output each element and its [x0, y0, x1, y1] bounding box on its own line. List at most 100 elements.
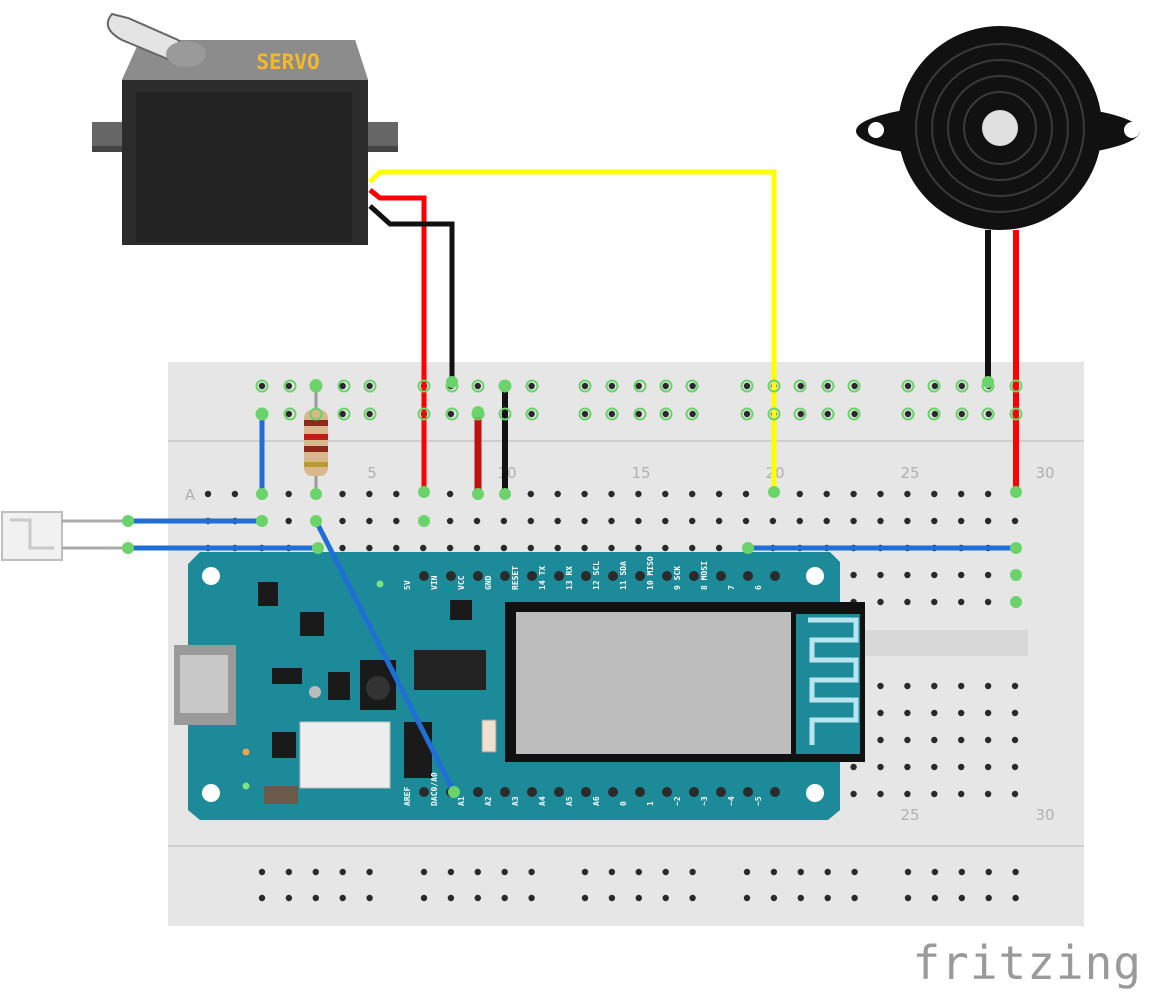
- breadboard-hole: [931, 517, 938, 525]
- breadboard-hole: [984, 517, 992, 525]
- rail-hole-ring: [685, 407, 699, 421]
- connection-point: [742, 542, 754, 554]
- breadboard-hole: [285, 490, 292, 498]
- breadboard-hole: [850, 790, 857, 798]
- rail-hole: [339, 868, 346, 876]
- breadboard-hole: [1011, 790, 1019, 798]
- light-sensor: [1, 511, 128, 561]
- breadboard-hole: [446, 517, 454, 525]
- connection-point: [256, 408, 268, 420]
- breadboard-hole: [339, 517, 346, 525]
- rail-hole: [743, 382, 751, 390]
- rail-hole-ring: [981, 407, 995, 421]
- rail-hole: [985, 410, 992, 418]
- rail-hole: [797, 868, 804, 876]
- header-pin: [581, 787, 591, 797]
- rail-hole: [635, 868, 642, 876]
- rail-hole-ring: [363, 407, 377, 421]
- breadboard-hole: [904, 490, 911, 498]
- breadboard-hole: [689, 544, 696, 552]
- rail-hole: [258, 382, 266, 390]
- rail-hole: [904, 894, 912, 902]
- rail-hole: [447, 868, 455, 876]
- pin-label-bottom: ~4: [727, 796, 736, 806]
- breadboard-hole: [608, 490, 615, 498]
- rail-hole-ring: [847, 407, 861, 421]
- breadboard-hole: [904, 709, 911, 717]
- connection-point: [418, 486, 430, 498]
- status-led: [242, 748, 250, 756]
- rail-hole: [689, 868, 696, 876]
- header-pin: [770, 787, 780, 797]
- wires: [128, 169, 1019, 794]
- col-number-30-bottom: 30: [1035, 806, 1054, 824]
- rail-hole: [285, 894, 293, 902]
- breadboard-hole: [715, 544, 723, 552]
- rail-hole: [743, 868, 751, 876]
- header-pin: [581, 571, 591, 581]
- rail-hole-ring: [578, 407, 592, 421]
- breadboard-hole: [1011, 763, 1019, 771]
- breadboard-hole: [958, 571, 965, 579]
- breadboard-hole: [931, 736, 938, 744]
- header-pin: [419, 571, 429, 581]
- breadboard-hole: [554, 517, 561, 525]
- breadboard-hole: [984, 490, 992, 498]
- connection-point: [256, 515, 268, 527]
- rail-hole: [581, 382, 589, 390]
- rail-hole-ring: [417, 407, 431, 421]
- rail-hole-ring: [363, 379, 377, 393]
- rail-hole: [285, 410, 293, 418]
- rail-hole: [608, 410, 616, 418]
- breadboard-hole: [877, 790, 884, 798]
- header-pin: [743, 787, 753, 797]
- rail-hole: [851, 868, 858, 876]
- rail-hole: [339, 410, 346, 418]
- breadboard-hole: [1011, 709, 1019, 717]
- rail-hole: [447, 894, 455, 902]
- rail-hole-ring: [445, 407, 459, 421]
- breadboard-hole: [931, 709, 938, 717]
- rail-hole: [797, 894, 804, 902]
- breadboard-hole: [581, 517, 588, 525]
- rail-hole: [797, 382, 804, 390]
- header-pin: [689, 787, 699, 797]
- rail-hole: [474, 382, 481, 390]
- connection-point: [418, 515, 430, 527]
- pin-label-bottom: 0: [619, 801, 628, 806]
- rail-hole: [743, 410, 751, 418]
- rail-hole-ring: [445, 379, 459, 393]
- rail-hole-ring: [1009, 379, 1023, 393]
- rail-hole: [608, 382, 616, 390]
- rail-hole-ring: [525, 379, 539, 393]
- col-number-15: 15: [631, 464, 650, 482]
- rail-hole: [958, 894, 965, 902]
- rail-hole-ring: [955, 407, 969, 421]
- rail-hole-ring: [901, 379, 915, 393]
- rail-hole: [958, 410, 965, 418]
- breadboard-hole: [984, 736, 992, 744]
- header-pin: [743, 571, 753, 581]
- connection-point: [1010, 596, 1022, 608]
- breadboard-hole: [877, 571, 884, 579]
- breadboard-hole: [850, 763, 857, 771]
- rail-hole-ring: [685, 379, 699, 393]
- rail-hole: [824, 382, 831, 390]
- rail-hole: [743, 894, 751, 902]
- wire-red-servo: [368, 188, 427, 492]
- rail-hole-ring: [821, 379, 835, 393]
- rail-hole-ring: [525, 407, 539, 421]
- pin-label-top: 11 SDA: [619, 561, 628, 590]
- rail-hole: [824, 868, 831, 876]
- pin-label-bottom: ~3: [700, 796, 709, 806]
- rail-hole-ring: [767, 407, 781, 421]
- rail-hole: [258, 868, 266, 876]
- pin-label-bottom: A3: [511, 796, 520, 806]
- wire-black-servo: [368, 204, 455, 382]
- pin-label-bottom: AREF: [403, 787, 412, 806]
- connection-point: [122, 542, 134, 554]
- row-letter-a: A: [185, 486, 196, 504]
- rail-hole-ring: [901, 407, 915, 421]
- rail-hole-ring: [337, 379, 351, 393]
